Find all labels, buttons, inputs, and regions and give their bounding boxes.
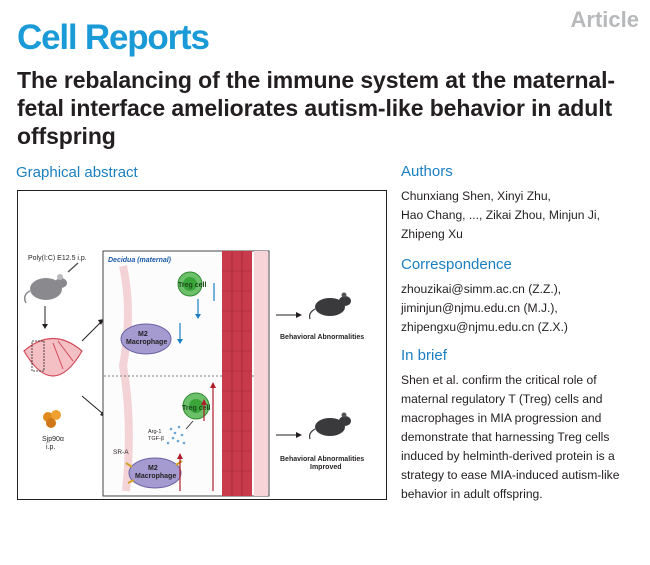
graphical-abstract-heading: Graphical abstract (16, 164, 138, 181)
correspondence-heading: Correspondence (401, 256, 512, 273)
mouse-improved-icon (308, 412, 351, 440)
pregnant-mouse-icon (23, 262, 79, 304)
treg-label-bottom: Treg cell (182, 405, 210, 412)
in-brief-line: macrophages in MIA progression and (401, 411, 602, 425)
email-link[interactable]: zhouzikai@simm.ac.cn (Z.Z.), (401, 282, 562, 296)
correspondence-section: Correspondence zhouzikai@simm.ac.cn (Z.Z… (401, 256, 641, 337)
treg-cell-icon-2 (182, 392, 210, 420)
in-brief-line: induced by helminth-derived protein is a (401, 449, 615, 463)
author-line: Zhipeng Xu (401, 227, 463, 241)
treg-cell-icon (177, 271, 203, 297)
blood-vessel-icon (222, 251, 268, 496)
authors-heading: Authors (401, 163, 453, 180)
decidua-label: Decidua (maternal) (108, 257, 172, 264)
mouse-abnormal-icon (308, 292, 351, 320)
in-brief-line: Shen et al. confirm the critical role of (401, 373, 597, 387)
in-brief-line: demonstrate that harnessing Treg cells (401, 430, 610, 444)
outcome-1-label: Behavioral Abnormalities (280, 334, 364, 341)
in-brief-section: In brief Shen et al. confirm the critica… (401, 347, 641, 504)
sr-a-label: SR-A (113, 449, 129, 456)
email-link[interactable]: zhipengxu@njmu.edu.cn (Z.X.) (401, 320, 568, 334)
authors-section: Authors Chunxiang Shen, Xinyi Zhu, Hao C… (401, 163, 641, 244)
article-title: The rebalancing of the immune system at … (17, 67, 615, 149)
author-line: Chunxiang Shen, Xinyi Zhu, (401, 189, 551, 203)
article-type-label: Article (570, 7, 639, 32)
tgf-label: TGF-β (148, 436, 164, 442)
m2-macrophage-icon-2 (125, 457, 183, 489)
treg-label-top: Treg cell (178, 282, 206, 289)
in-brief-line: behavior in adult offspring. (401, 487, 543, 501)
placenta-icon (23, 338, 83, 377)
journal-name: Cell Reports (17, 18, 210, 57)
email-link[interactable]: jiminjun@njmu.edu.cn (M.J.), (401, 301, 558, 315)
injection-label: Poly(I:C) E12.5 i.p. (28, 255, 87, 262)
article-info-column: Authors Chunxiang Shen, Xinyi Zhu, Hao C… (401, 163, 641, 504)
cytokine-dots (166, 425, 186, 445)
author-line: Hao Chang, ..., Zikai Zhou, Minjun Ji, (401, 208, 600, 222)
protein-icon (43, 410, 61, 428)
arg-label: Arg-1 (148, 429, 161, 435)
m2-macrophage-icon (120, 323, 172, 355)
in-brief-line: strategy to ease MIA-induced autism-like (401, 468, 620, 482)
in-brief-line: maternal regulatory T (Treg) cells and (401, 392, 603, 406)
in-brief-heading: In brief (401, 347, 447, 364)
